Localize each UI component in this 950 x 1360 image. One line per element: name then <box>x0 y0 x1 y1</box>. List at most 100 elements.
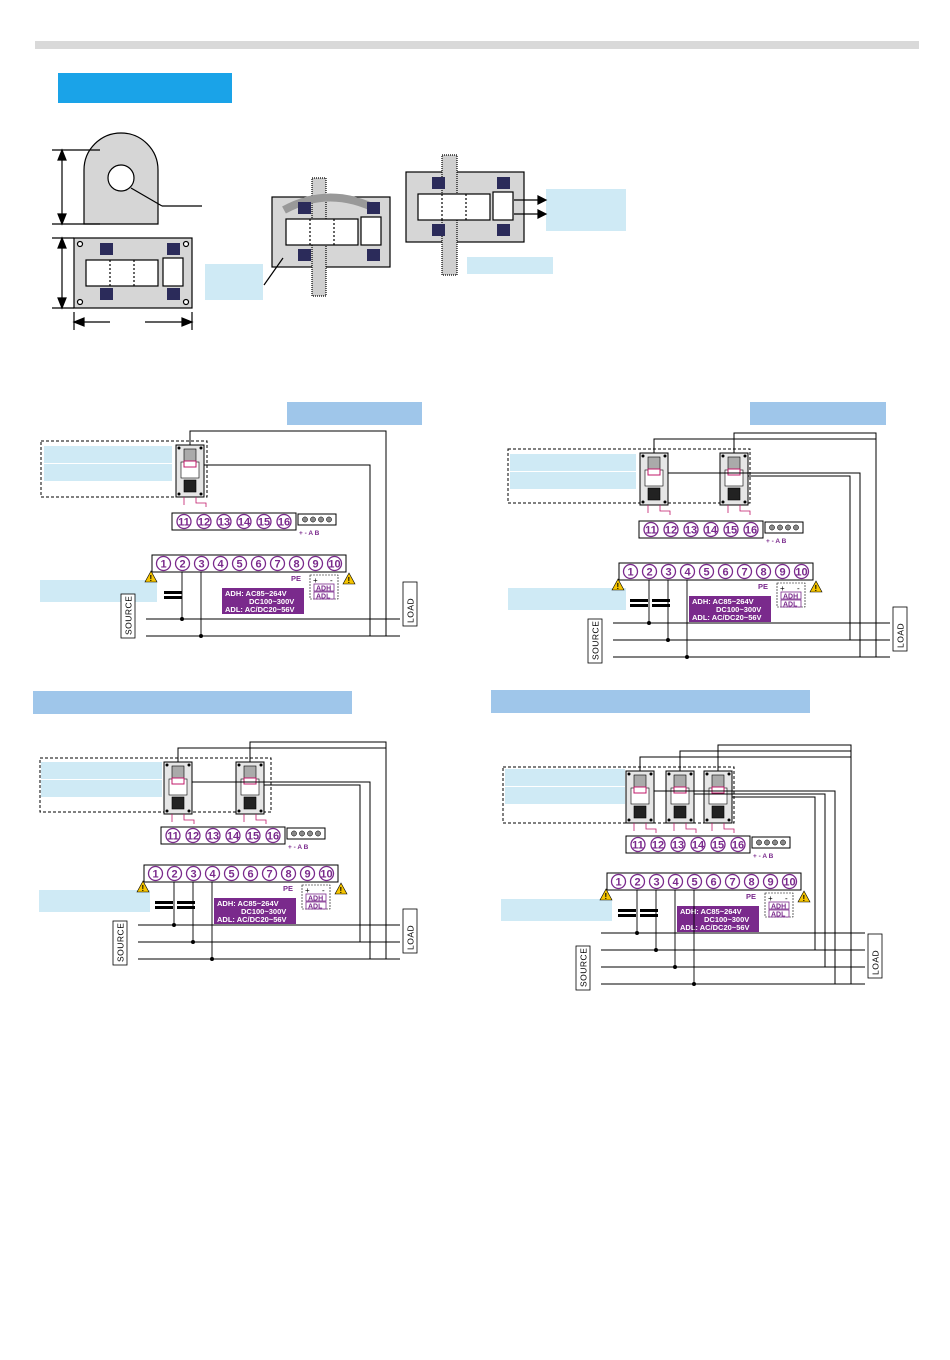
svg-text:LOAD: LOAD <box>406 598 416 623</box>
svg-text:ADL: ADL <box>316 594 331 601</box>
svg-text:13: 13 <box>685 525 697 537</box>
svg-text:ADH: AC85~264V: ADH: AC85~264V <box>692 597 754 606</box>
svg-text:ADH: ADH <box>308 896 323 903</box>
svg-text:5: 5 <box>703 567 709 579</box>
svg-text:11: 11 <box>632 840 644 852</box>
svg-text:!: ! <box>150 574 153 583</box>
svg-text:SOURCE: SOURCE <box>579 948 589 987</box>
svg-text:ADH: AC85~264V: ADH: AC85~264V <box>217 899 279 908</box>
diagram-header-4 <box>491 690 810 713</box>
svg-text:+ - A B: + - A B <box>766 538 787 545</box>
svg-text:ADL: AC/DC20~56V: ADL: AC/DC20~56V <box>692 613 762 622</box>
svg-text:4: 4 <box>209 869 216 881</box>
ct-label-1b <box>44 463 172 481</box>
svg-text:1: 1 <box>152 869 158 881</box>
svg-text:6: 6 <box>255 559 261 571</box>
current-transformer-icon <box>719 452 751 515</box>
svg-text:12: 12 <box>198 517 210 529</box>
svg-text:16: 16 <box>732 840 744 852</box>
voltage-label-3 <box>39 890 150 912</box>
svg-text:!: ! <box>803 894 806 903</box>
rs485-terminal: + - A B <box>764 521 804 545</box>
svg-text:SOURCE: SOURCE <box>124 596 134 635</box>
ct-label-2a <box>510 453 636 471</box>
svg-text:1: 1 <box>615 877 621 889</box>
svg-text:11: 11 <box>178 517 190 529</box>
ct-label-3a <box>41 761 162 779</box>
pe-label: PE <box>283 884 293 893</box>
svg-text:ADL: ADL <box>308 904 323 911</box>
svg-text:9: 9 <box>312 559 318 571</box>
svg-text:ADH: AC85~264V: ADH: AC85~264V <box>680 907 742 916</box>
svg-text:15: 15 <box>725 525 737 537</box>
load-label: LOAD <box>402 908 418 954</box>
svg-text:13: 13 <box>218 517 230 529</box>
svg-text:9: 9 <box>779 567 785 579</box>
svg-text:5: 5 <box>236 559 242 571</box>
svg-text:14: 14 <box>227 831 240 843</box>
svg-text:+: + <box>305 886 310 895</box>
svg-text:1: 1 <box>160 559 166 571</box>
rs485-terminal: + - A B <box>297 513 337 537</box>
svg-text:ADL: AC/DC20~56V: ADL: AC/DC20~56V <box>680 923 750 932</box>
current-transformer-icon <box>665 770 697 833</box>
svg-text:+: + <box>313 576 318 585</box>
svg-text:16: 16 <box>267 831 279 843</box>
svg-text:2: 2 <box>179 559 185 571</box>
warning-icon <box>809 580 823 593</box>
svg-text:8: 8 <box>293 559 299 571</box>
ct-dimension-view <box>52 132 202 330</box>
diagram-header-1 <box>287 402 422 425</box>
label-box-output <box>546 189 626 231</box>
ct-busbar-mount-view <box>405 154 548 276</box>
svg-text:ADH: ADH <box>771 904 786 911</box>
svg-text:1: 1 <box>627 567 633 579</box>
label-box-busbar <box>467 257 553 274</box>
svg-text:7: 7 <box>729 877 735 889</box>
ct-label-1a <box>44 445 172 463</box>
svg-text:-: - <box>797 584 800 593</box>
voltage-transformer-icon <box>652 599 670 607</box>
svg-text:15: 15 <box>258 517 270 529</box>
svg-text:+ - A B: + - A B <box>288 844 309 851</box>
top-divider-bar <box>35 41 919 49</box>
ct-cable-mount-view <box>263 177 391 297</box>
svg-text:10: 10 <box>783 877 795 889</box>
current-transformer-icon <box>639 452 671 515</box>
rs485-terminal: + - A B <box>751 836 791 860</box>
svg-text:DC100~300V: DC100~300V <box>249 597 294 606</box>
svg-text:ADH: AC85~264V: ADH: AC85~264V <box>225 589 287 598</box>
svg-text:+ - A B: + - A B <box>299 530 320 537</box>
svg-text:!: ! <box>348 576 351 585</box>
current-transformer-icon <box>163 761 195 824</box>
warning-icon <box>599 888 613 901</box>
svg-text:DC100~300V: DC100~300V <box>716 605 761 614</box>
warning-icon <box>144 570 158 583</box>
svg-text:14: 14 <box>705 525 718 537</box>
current-transformer-icon <box>235 761 267 824</box>
svg-text:16: 16 <box>745 525 757 537</box>
warning-icon <box>334 882 348 895</box>
source-label: SOURCE <box>575 945 591 991</box>
svg-text:14: 14 <box>238 517 251 529</box>
svg-text:8: 8 <box>748 877 754 889</box>
svg-text:7: 7 <box>266 869 272 881</box>
current-transformer-icon <box>175 444 207 507</box>
voltage-label-2 <box>508 588 626 610</box>
svg-text:ADH: ADH <box>316 586 331 593</box>
svg-text:LOAD: LOAD <box>896 623 906 648</box>
label-box-cable <box>205 264 263 300</box>
svg-text:!: ! <box>617 582 620 591</box>
svg-text:15: 15 <box>247 831 259 843</box>
svg-text:13: 13 <box>672 840 684 852</box>
svg-text:4: 4 <box>217 559 224 571</box>
